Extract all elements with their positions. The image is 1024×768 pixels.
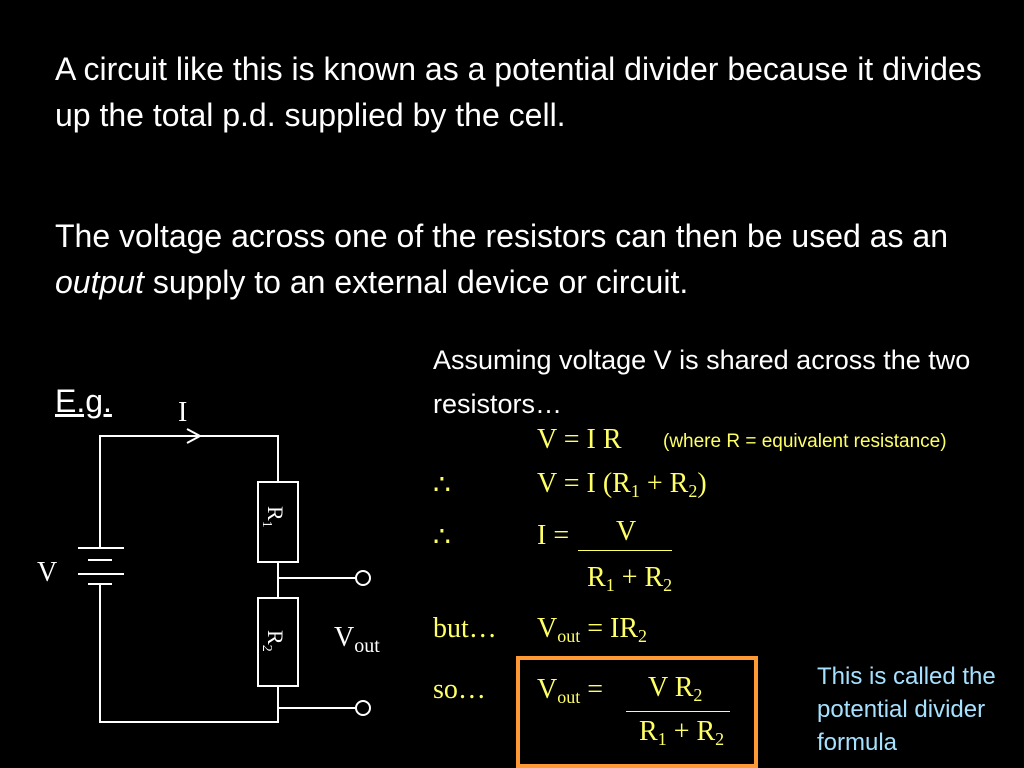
output-terminal-bottom — [355, 700, 371, 716]
formula-fraction-bar — [626, 711, 730, 712]
but-label: but… — [433, 613, 497, 644]
equation-current-numerator: V — [616, 516, 637, 547]
bottom-wire — [99, 584, 279, 723]
r1-label-group: R1 — [259, 506, 288, 528]
example-label: E.g. — [55, 383, 112, 419]
current-arrow — [186, 428, 203, 444]
vout-label: Vout — [334, 622, 380, 657]
r2-label: R2 — [259, 630, 288, 652]
intro-paragraph-2: The voltage across one of the resistors … — [55, 213, 995, 305]
resistor-r1 — [257, 481, 299, 563]
r1-label: R1 — [259, 506, 288, 528]
equation-series-resistance: V = I (R1 + R2) — [537, 468, 707, 501]
therefore-symbol-1: ∴ — [433, 470, 451, 501]
equation-current-lhs: I = — [537, 520, 570, 551]
formula-denominator: R1 + R2 — [639, 716, 725, 749]
equation-ohms-law: V = I R — [537, 424, 622, 455]
resistor-r2 — [257, 597, 299, 687]
intro-paragraph-1: A circuit like this is known as a potent… — [55, 51, 982, 133]
formula-lhs: Vout = — [537, 674, 604, 707]
current-label: I — [178, 397, 187, 428]
voltage-label: V — [37, 557, 57, 588]
output-emphasis: output — [55, 264, 144, 300]
therefore-symbol-2: ∴ — [433, 522, 451, 553]
assumption-text: Assuming voltage V is shared across the … — [433, 345, 971, 419]
para2-text-before: The voltage across one of the resistors … — [55, 218, 948, 254]
so-label: so… — [433, 674, 486, 705]
top-wire — [99, 435, 279, 548]
output-terminal-top — [355, 570, 371, 586]
para2-text-after: supply to an external device or circuit. — [143, 264, 689, 300]
formula-name-note: This is called the potential divider for… — [817, 663, 996, 756]
formula-numerator: V R2 — [648, 672, 703, 705]
equivalent-resistance-note: (where R = equivalent resistance) — [663, 431, 947, 452]
equation-vout-ir2: Vout = IR2 — [537, 613, 648, 646]
potential-divider-formula-box — [516, 656, 758, 768]
equation-current-fraction-bar — [578, 550, 672, 551]
r2-label-group: R2 — [259, 630, 288, 652]
equation-current-denominator: R1 + R2 — [587, 562, 673, 595]
